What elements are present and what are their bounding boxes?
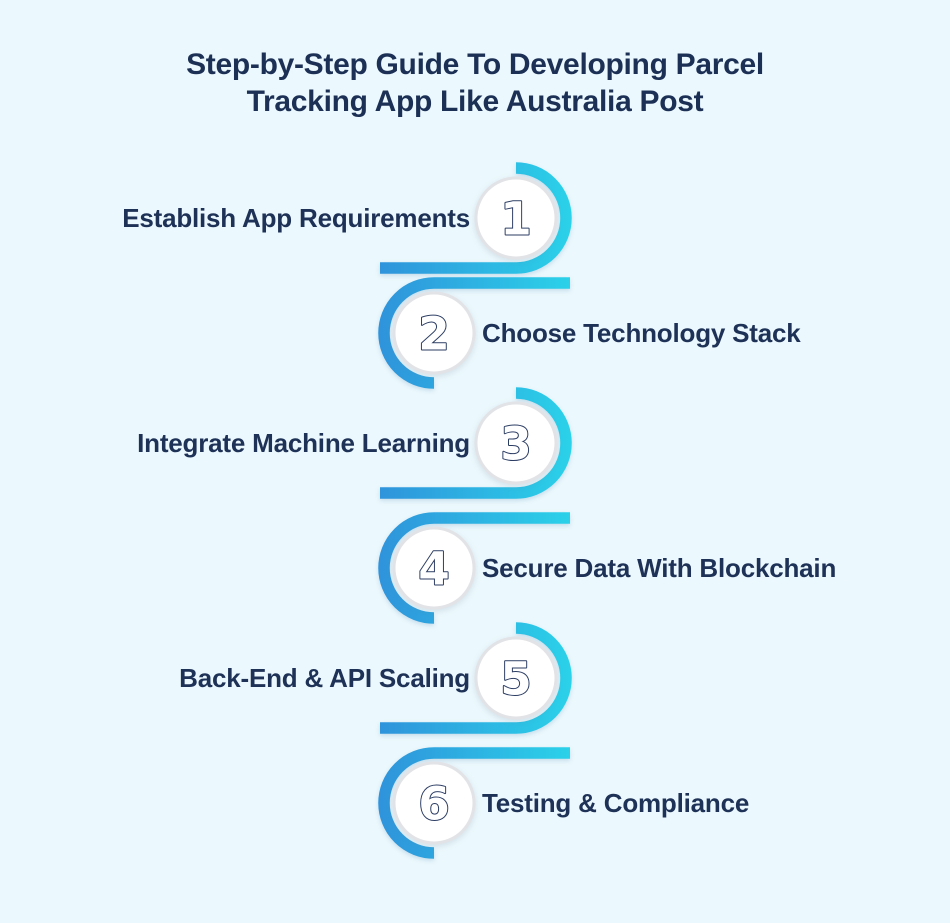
- step-hook-3: [380, 387, 572, 499]
- step-hook-2: [378, 277, 570, 389]
- step-number-2: 2: [418, 308, 449, 361]
- step-label-3: Integrate Machine Learning: [137, 428, 470, 458]
- step-circle-6: [392, 761, 476, 845]
- step-label-6: Testing & Compliance: [482, 788, 750, 818]
- step-number-3: 3: [500, 418, 531, 471]
- step-circle-2: [392, 291, 476, 375]
- title-container: Step-by-Step Guide To Developing Parcel …: [0, 46, 950, 120]
- step-hook-4: [378, 512, 570, 624]
- step-hook-1: [380, 162, 572, 274]
- page-title: Step-by-Step Guide To Developing Parcel …: [186, 48, 764, 118]
- step-number-1: 1: [500, 193, 531, 246]
- step-label-1: Establish App Requirements: [122, 203, 470, 233]
- step-number-6: 6: [418, 778, 449, 831]
- step-hook-6: [378, 747, 570, 859]
- hooks-layer: [378, 162, 572, 859]
- step-number-5: 5: [500, 653, 531, 706]
- step-circle-1: [474, 176, 558, 260]
- step-circle-4: [392, 526, 476, 610]
- step-circle-3: [474, 401, 558, 485]
- step-label-5: Back-End & API Scaling: [179, 663, 470, 693]
- step-circle-5: [474, 636, 558, 720]
- circles-layer: 1 2 3 4 5 6: [392, 176, 558, 845]
- step-label-4: Secure Data With Blockchain: [482, 553, 837, 583]
- step-hook-5: [380, 622, 572, 734]
- step-label-2: Choose Technology Stack: [482, 318, 801, 348]
- step-number-4: 4: [418, 543, 449, 596]
